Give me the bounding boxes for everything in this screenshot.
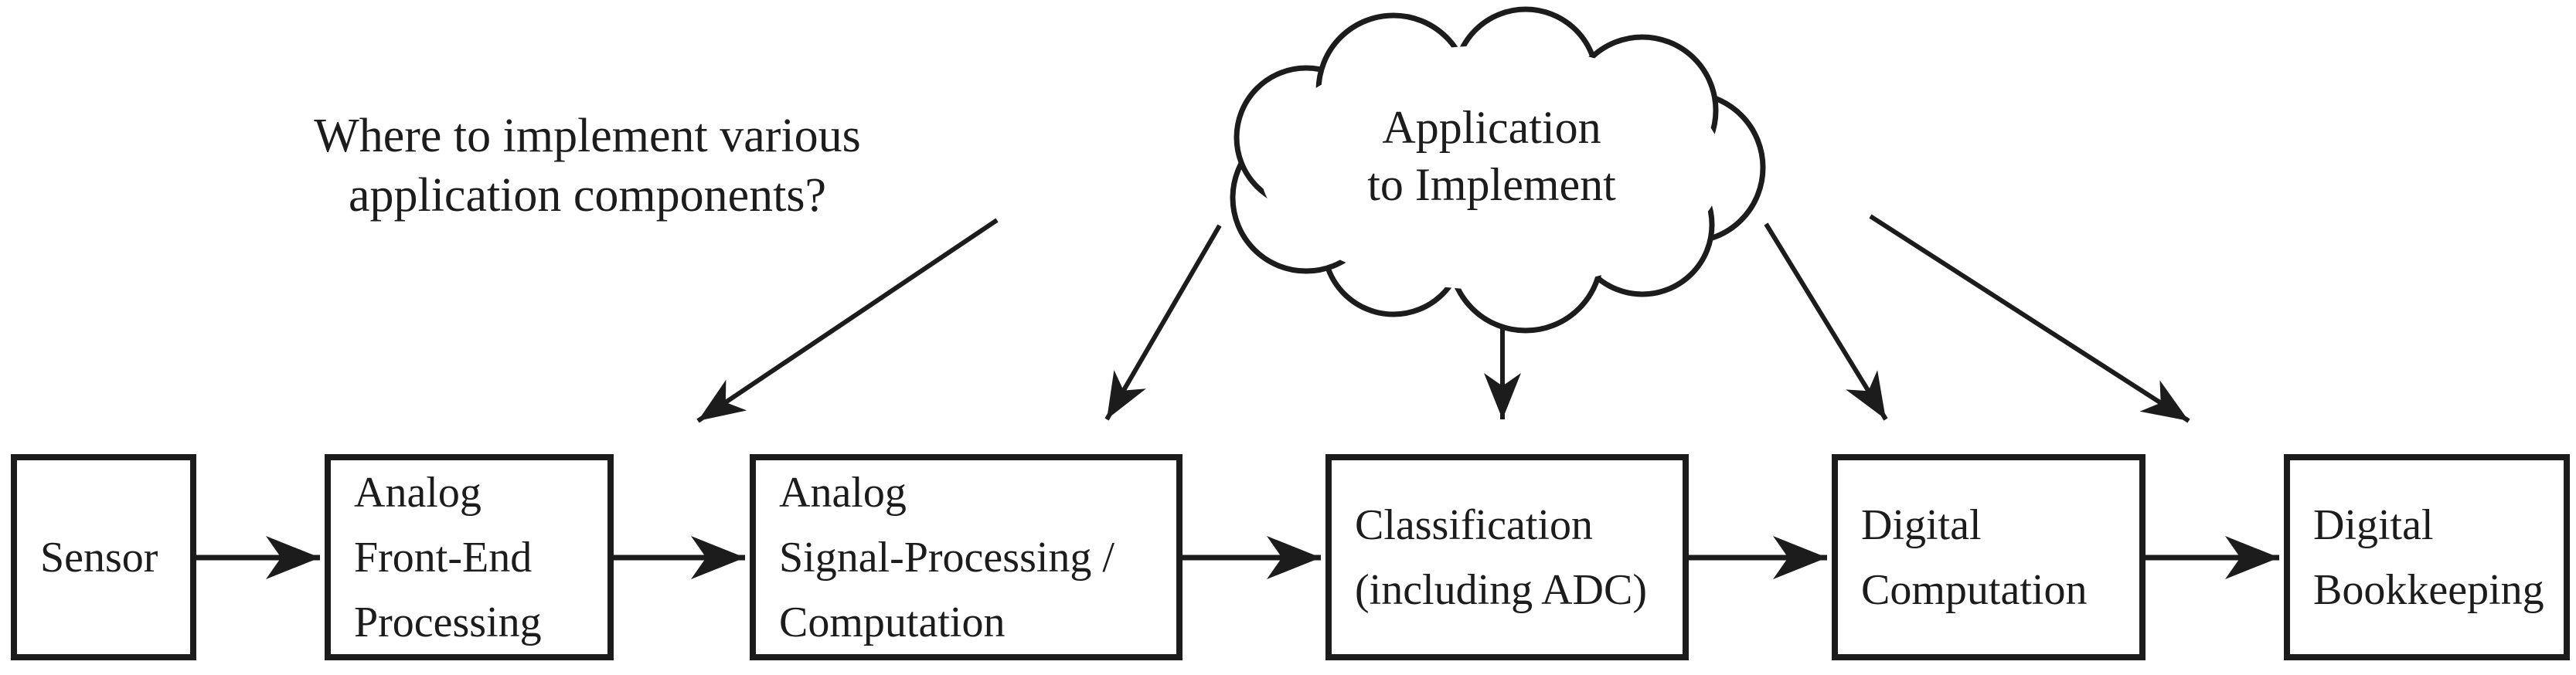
box-digital-bookkeeping: Digital Bookkeeping [2284,454,2570,660]
box-line: Classification [1355,500,1593,549]
box-line: (including ADC) [1355,565,1647,614]
question-caption: Where to implement various application c… [286,107,889,226]
box-line: Computation [1861,565,2088,614]
question-line-1: Where to implement various [314,110,861,162]
box-line: Digital [1861,500,1982,549]
cloud-shape [1230,6,1766,334]
box-line: Front-End [354,533,533,582]
box-line: Bookkeeping [2313,565,2544,614]
box-sensor: Sensor [11,454,196,660]
question-line-2: application components? [348,169,827,222]
cloud-arrow-signal-processing [1104,224,1222,421]
box-line: Sensor [40,533,158,582]
box-analog-signal-processing: Analog Signal-Processing / Computation [750,454,1183,660]
box-line: Processing [354,598,542,646]
cloud-inner-fill [1260,46,1724,290]
cloud-label-line-2: to Implement [1367,159,1616,210]
cloud-arrow-front-end [696,218,999,423]
cloud-arrow-digital-computation [1764,222,1888,421]
cloud-label-line-1: Application [1382,102,1601,153]
box-analog-front-end: Analog Front-End Processing [325,454,614,660]
box-line: Signal-Processing / [779,533,1114,582]
box-classification: Classification (including ADC) [1325,454,1689,660]
box-digital-computation: Digital Computation [1832,454,2146,660]
box-line: Analog [779,468,907,517]
box-line: Computation [779,598,1006,646]
cloud-arrow-digital-bookkeeping [1869,214,2190,423]
box-line: Analog [354,468,482,517]
box-line: Digital [2313,500,2434,549]
cloud-label: Application to Implement [1298,99,1685,213]
